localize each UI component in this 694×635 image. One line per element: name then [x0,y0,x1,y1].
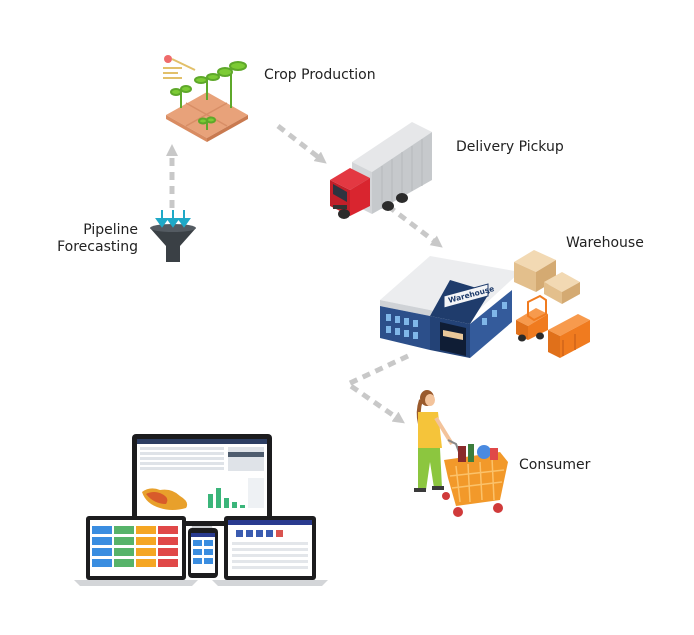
laptop-right [212,516,328,586]
arrow-warehouse-to-consumer [342,353,410,424]
devices-mockup [74,434,328,586]
crop-production-icon [163,55,248,142]
dashboard-tiles [92,526,178,567]
label-crop-production: Crop Production [264,67,376,83]
shopping-cart-icon [442,439,508,517]
label-pipeline-line1: Pipeline [83,222,138,238]
smartphone [188,528,218,578]
flow-arrows [166,124,443,424]
laptop-left [74,516,198,586]
desktop-monitor [132,434,272,544]
funnel-icon [150,210,196,262]
label-pipeline-forecasting: Pipeline Forecasting [54,222,138,256]
forklift-icon [516,294,590,358]
label-warehouse: Warehouse [566,235,644,251]
arrow-crop-to-delivery [276,124,327,164]
arrow-delivery-to-warehouse [386,204,443,248]
label-delivery-pickup: Delivery Pickup [456,139,564,155]
warehouse-icon: Warehouse [380,256,520,358]
consumer-shopper-icon [414,390,454,492]
label-pipeline-line2: Forecasting [57,239,138,255]
stacked-boxes-icon [514,250,580,304]
delivery-truck-icon [330,122,432,219]
label-consumer: Consumer [519,457,591,473]
